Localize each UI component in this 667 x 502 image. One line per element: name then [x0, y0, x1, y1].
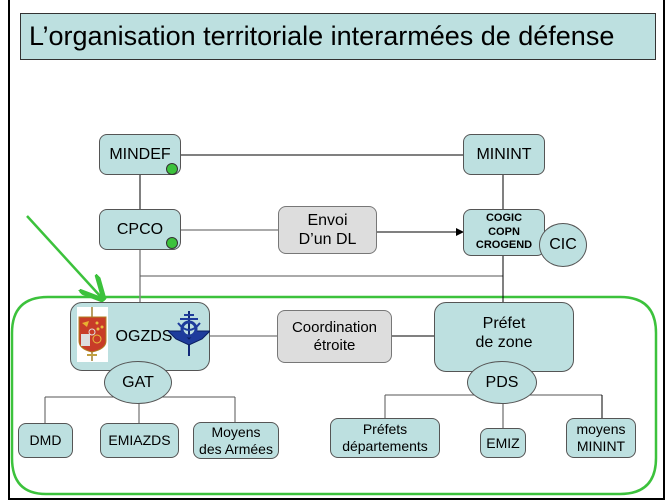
gat-label: GAT [122, 373, 154, 391]
green-dot-icon [166, 237, 178, 249]
dmd-box[interactable]: DMD [18, 423, 73, 458]
moyens-minint-line2: MININT [576, 438, 626, 454]
moyens-minint-line1: moyens [576, 421, 626, 438]
emiazds-label: EMIAZDS [108, 432, 171, 449]
pointer-arrow [26, 215, 101, 297]
coat-of-arms-icon [77, 307, 108, 362]
prefet-line1: Préfet [482, 314, 526, 332]
envoi-line2: D’un DL [298, 231, 357, 248]
cic-ellipse[interactable]: CIC [539, 223, 587, 267]
slide-title: L’organisation territoriale interarmées … [20, 13, 656, 60]
moyens-minint-box[interactable]: moyens MININT [566, 418, 636, 458]
crogend-label: CROGEND [475, 239, 533, 252]
prefet-line2: de zone [475, 334, 533, 351]
emiz-label: EMIZ [486, 434, 520, 451]
prefets-dep-line1: Préfets [362, 421, 408, 438]
envoi-dl-box[interactable]: Envoi D’un DL [278, 206, 377, 254]
zone-highlight-border [10, 295, 658, 496]
coordination-line1: Coordination [291, 318, 378, 336]
prefets-dep-line2: départements [342, 438, 428, 454]
mindef-label: MINDEF [109, 145, 171, 163]
moyens-armees-line2: des Armées [199, 440, 273, 457]
cogic-copn-crogend-box[interactable]: COGIC COPN CROGEND [463, 209, 545, 256]
copn-label: COPN [488, 225, 520, 238]
military-insignia-icon [168, 311, 210, 356]
ogzds-label: OGZDS [115, 327, 173, 345]
envoi-line1: Envoi [307, 211, 348, 229]
green-dot-icon [166, 163, 178, 175]
coordination-line2: étroite [313, 336, 356, 354]
emiz-box[interactable]: EMIZ [480, 428, 526, 458]
minint-box[interactable]: MININT [463, 134, 545, 175]
cogic-label: COGIC [485, 211, 523, 224]
gat-ellipse[interactable]: GAT [104, 361, 172, 404]
emiazds-box[interactable]: EMIAZDS [100, 423, 179, 458]
prefets-departements-box[interactable]: Préfets départements [330, 418, 440, 458]
cpco-label: CPCO [116, 220, 164, 238]
moyens-armees-box[interactable]: Moyens des Armées [193, 422, 279, 459]
pds-label: PDS [485, 373, 519, 391]
dmd-label: DMD [29, 432, 62, 449]
moyens-armees-line1: Moyens [211, 424, 261, 441]
pds-ellipse[interactable]: PDS [467, 361, 537, 404]
cic-label: CIC [549, 236, 577, 253]
coordination-box[interactable]: Coordination étroite [277, 310, 392, 363]
minint-label: MININT [476, 145, 532, 163]
slide-frame [8, 0, 665, 500]
